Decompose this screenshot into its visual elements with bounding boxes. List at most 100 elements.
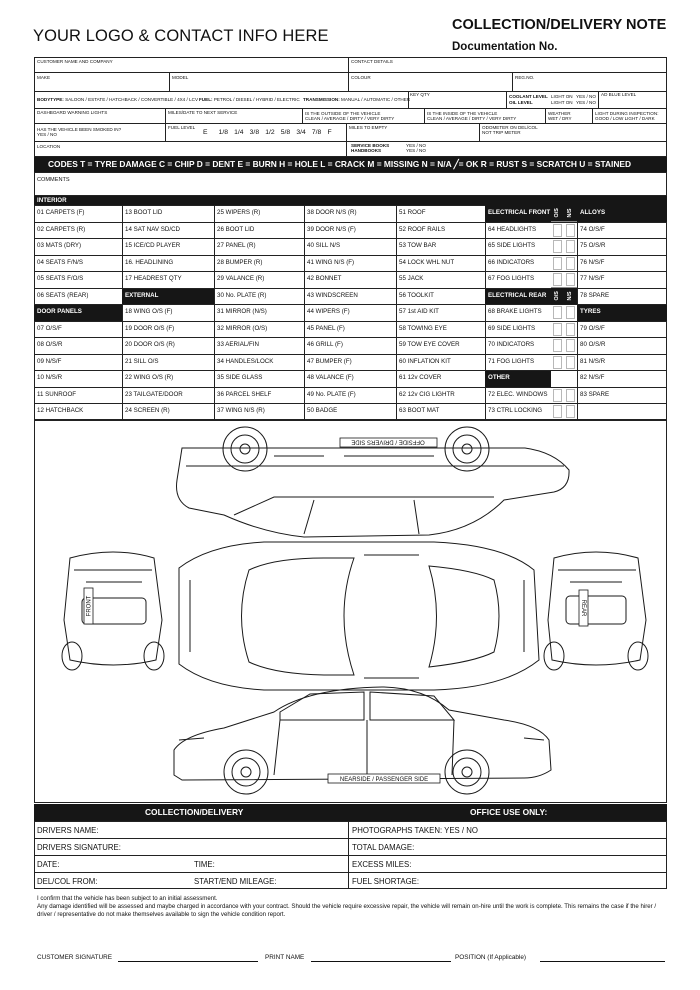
time-field[interactable]: TIME: xyxy=(194,860,215,869)
fuel-scale-mark[interactable]: E xyxy=(203,129,208,136)
fuel-scale-mark[interactable]: F xyxy=(327,129,332,136)
os-check-box[interactable] xyxy=(553,355,562,369)
checklist-item[interactable]: 03 MATS (DRY) xyxy=(37,242,82,249)
checklist-item[interactable]: 47 BUMPER (F) xyxy=(307,357,352,365)
light-inspection-options[interactable]: GOOD / LOW LIGHT / DARK xyxy=(595,116,655,121)
checklist-item[interactable]: 41 WING N/S (F) xyxy=(307,258,355,266)
checklist-item[interactable]: 81 N/S/R xyxy=(580,357,606,365)
ns-check-box[interactable] xyxy=(566,306,575,319)
checklist-item[interactable]: 46 GRILL (F) xyxy=(307,341,343,348)
ns-check-box[interactable] xyxy=(566,405,575,418)
checklist-item[interactable]: 58 TOWING EYE xyxy=(399,324,447,332)
odometer-label[interactable]: ODOMETER ON DEL/COL xyxy=(482,125,538,130)
os-check-box[interactable] xyxy=(553,306,562,319)
checklist-item[interactable]: 24 SCREEN (R) xyxy=(125,407,170,414)
print-name-line[interactable] xyxy=(311,961,451,962)
ns-check-box[interactable] xyxy=(566,355,575,369)
ns-check-box[interactable] xyxy=(566,223,575,237)
os-check-box[interactable] xyxy=(553,223,562,237)
checklist-item[interactable]: 28 BUMPER (R) xyxy=(217,258,263,266)
ns-check-box[interactable] xyxy=(566,322,575,336)
ns-check-box[interactable] xyxy=(566,273,575,286)
os-check-box[interactable] xyxy=(553,273,562,286)
checklist-item[interactable]: 49 No. PLATE (F) xyxy=(307,390,356,398)
handbooks-yes-no[interactable]: YES / NO xyxy=(406,148,426,153)
checklist-item[interactable] xyxy=(577,403,667,420)
service-books-yes-no[interactable]: YES / NO xyxy=(406,143,426,148)
checklist-item[interactable]: 38 DOOR N/S (R) xyxy=(307,209,357,216)
ns-check-box[interactable] xyxy=(566,388,575,402)
checklist-item[interactable]: 63 BOOT MAT xyxy=(399,407,440,414)
fuel-scale-mark[interactable]: 3/4 xyxy=(296,129,306,136)
checklist-item[interactable]: 72 ELEC. WINDOWS xyxy=(488,390,548,398)
checklist-item[interactable]: 76 N/S/F xyxy=(580,258,605,266)
checklist-item[interactable]: 01 CARPETS (F) xyxy=(37,209,85,216)
checklist-item[interactable]: 56 TOOLKIT xyxy=(399,291,434,299)
location-field[interactable]: LOCATION xyxy=(37,144,61,149)
fuel-scale-mark[interactable]: 7/8 xyxy=(311,129,322,136)
fuel-scale-mark[interactable]: 1/2 xyxy=(265,129,275,136)
checklist-item[interactable]: 54 LOCK WHL NUT xyxy=(399,258,455,266)
smoked-options[interactable]: YES / NO xyxy=(37,132,57,137)
miles-to-empty-field[interactable]: MILES TO EMPTY xyxy=(349,125,388,130)
checklist-item[interactable]: 37 WING N/S (R) xyxy=(217,407,265,414)
reg-no-field[interactable]: REG.NO. xyxy=(515,75,535,80)
checklist-item[interactable]: 39 DOOR N/S (F) xyxy=(307,225,356,233)
start-end-mileage-field[interactable]: START/END MILEAGE: xyxy=(194,877,277,886)
checklist-item[interactable]: 73 CTRL LOCKING xyxy=(488,407,543,414)
checklist-item[interactable]: 77 N/S/F xyxy=(580,275,605,282)
miles-date-next-service-field[interactable]: MILES/DATE TO NEXT SERVICE xyxy=(168,110,238,115)
customer-signature-line[interactable] xyxy=(118,961,258,962)
checklist-item[interactable]: 17 HEADREST QTY xyxy=(125,275,182,282)
os-check-box[interactable] xyxy=(553,322,562,336)
checklist-item[interactable]: 13 BOOT LID xyxy=(125,209,163,216)
total-damage-field[interactable]: TOTAL DAMAGE: xyxy=(352,843,415,852)
colour-field[interactable]: COLOUR xyxy=(351,75,371,80)
checklist-item[interactable]: 52 ROOF RAILS xyxy=(399,225,446,233)
checklist-item[interactable]: 11 SUNROOF xyxy=(37,390,77,398)
checklist-item[interactable]: 67 FOG LIGHTS xyxy=(488,275,535,282)
checklist-item[interactable]: 78 SPARE xyxy=(580,291,610,299)
checklist-item[interactable]: 36 PARCEL SHELF xyxy=(217,390,272,398)
customer-name-field[interactable]: CUSTOMER NAME AND COMPANY xyxy=(37,59,113,64)
checklist-item[interactable]: 34 HANDLES/LOCK xyxy=(217,357,274,365)
excess-miles-field[interactable]: EXCESS MILES: xyxy=(352,860,412,869)
checklist-item[interactable]: 09 N/S/F xyxy=(37,357,62,365)
ns-check-box[interactable] xyxy=(566,256,575,270)
ad-blue-level-field[interactable]: AD BLUE LEVEL xyxy=(601,92,637,97)
checklist-item[interactable]: 33 AERIAL/FIN xyxy=(217,341,259,348)
checklist-item[interactable]: 45 PANEL (F) xyxy=(307,324,345,332)
ns-check-box[interactable] xyxy=(566,339,575,352)
inside-condition-options[interactable]: CLEAN / AVERAGE / DIRTY / VERY DIRTY xyxy=(427,116,517,121)
delcol-from-field[interactable]: DEL/COL FROM: xyxy=(37,877,98,886)
checklist-item[interactable]: 57 1st AID KIT xyxy=(399,308,439,315)
checklist-item[interactable]: 60 INFLATION KIT xyxy=(399,357,451,365)
os-check-box[interactable] xyxy=(553,388,562,402)
checklist-item[interactable]: 18 WING O/S (F) xyxy=(125,308,173,315)
checklist-item[interactable]: 44 WIPERS (F) xyxy=(307,308,350,315)
position-line[interactable] xyxy=(540,961,665,962)
key-qty-field[interactable]: KEY QTY xyxy=(410,92,430,97)
ns-check-box[interactable] xyxy=(566,240,575,253)
os-check-box[interactable] xyxy=(553,240,562,253)
checklist-item[interactable]: 14 SAT NAV SD/CD xyxy=(125,225,181,233)
checklist-item[interactable]: 66 INDICATORS xyxy=(488,258,535,266)
checklist-item[interactable]: 25 WIPERS (R) xyxy=(217,209,261,216)
checklist-item[interactable]: 08 O/S/R xyxy=(37,341,63,348)
checklist-item[interactable]: 82 N/S/F xyxy=(580,374,605,381)
checklist-item[interactable]: 75 O/S/R xyxy=(580,242,606,249)
checklist-item[interactable]: 50 BADGE xyxy=(307,407,338,414)
fuel-type-options[interactable]: FUEL: PETROL / DIESEL / HYBRID / ELECTRI… xyxy=(199,97,300,102)
checklist-item[interactable]: 20 DOOR O/S (R) xyxy=(125,341,175,348)
contact-details-field[interactable]: CONTACT DETAILS xyxy=(351,59,393,64)
checklist-item[interactable]: 12 HATCHBACK xyxy=(37,407,84,414)
checklist-item[interactable]: 62 12v CIG LIGHTR xyxy=(399,390,455,398)
checklist-item[interactable]: 69 SIDE LIGHTS xyxy=(488,324,536,332)
checklist-item[interactable]: 43 WINDSCREEN xyxy=(307,291,358,299)
checklist-item[interactable]: 10 N/S/R xyxy=(37,374,63,381)
checklist-item[interactable]: 55 JACK xyxy=(399,275,424,282)
vehicle-diagram[interactable]: OFFSIDE / DRIVERS SIDE NEARSIDE / PASSEN… xyxy=(34,420,667,803)
checklist-item[interactable]: 68 BRAKE LIGHTS xyxy=(488,308,542,315)
checklist-item[interactable]: 19 DOOR O/S (F) xyxy=(125,324,175,332)
